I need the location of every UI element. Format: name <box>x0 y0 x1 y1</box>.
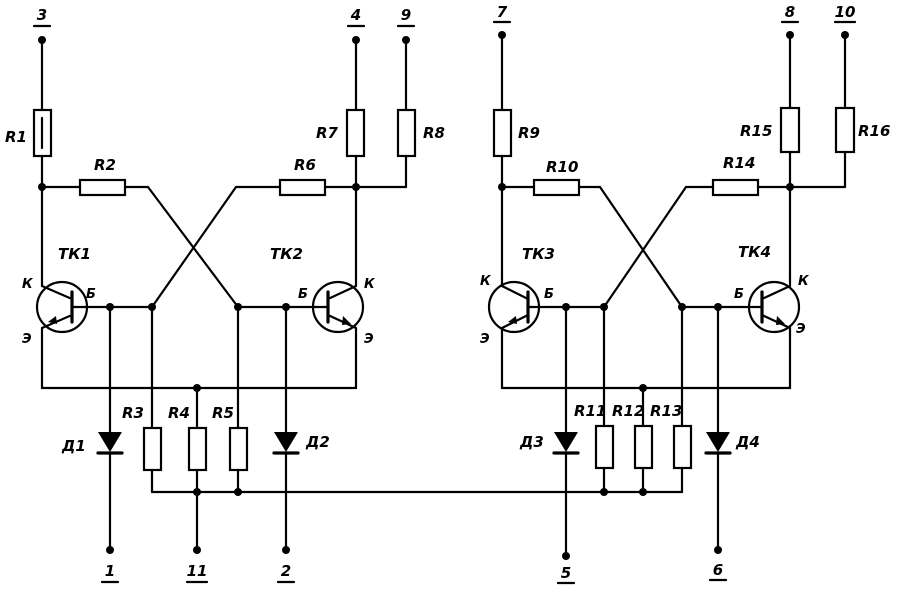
r16-label: R16 <box>858 122 890 140</box>
resistor-r9 <box>492 108 513 158</box>
tk1-base-letter: Б <box>86 287 96 302</box>
r10-label: R10 <box>546 158 578 176</box>
r2-label: R2 <box>94 156 116 174</box>
terminal-9-label: 9 <box>401 6 411 24</box>
tk4-base-letter: Б <box>734 287 744 302</box>
terminal-11-label: 11 <box>187 562 208 580</box>
r13-label: R13 <box>650 402 682 420</box>
tk1-collector-letter: К <box>22 277 34 292</box>
left-flip-flop <box>32 36 417 554</box>
resistor-r5 <box>228 426 249 472</box>
tk4-emitter-letter: Э <box>796 322 806 337</box>
r14-label: R14 <box>723 154 755 172</box>
terminal-5-label: 5 <box>561 564 571 582</box>
tk4-collector-letter: К <box>798 274 810 289</box>
tk3-base-letter: Б <box>544 287 554 302</box>
resistor-r8 <box>396 108 417 158</box>
resistor-r10 <box>532 178 581 197</box>
terminal-7-label: 7 <box>497 3 508 21</box>
diode-d1 <box>98 432 122 452</box>
r1-label: R1 <box>5 128 27 146</box>
terminal-8-label: 8 <box>785 3 795 21</box>
diode-d2 <box>274 432 298 452</box>
r15-label: R15 <box>740 122 772 140</box>
resistor-r7 <box>345 108 366 158</box>
tk2-base-letter: Б <box>298 287 308 302</box>
d4-label: Д4 <box>735 433 760 451</box>
tk1-emitter-letter: Э <box>22 332 32 347</box>
resistor-r14 <box>711 178 760 197</box>
terminal-4-label: 4 <box>350 6 361 24</box>
resistor-r15 <box>779 106 801 154</box>
d2-label: Д2 <box>305 433 330 451</box>
r6-label: R6 <box>294 156 316 174</box>
terminal-2-label: 2 <box>281 562 291 580</box>
resistor-r16 <box>834 106 856 154</box>
terminal-1-label: 1 <box>105 562 115 580</box>
r8-label: R8 <box>423 124 445 142</box>
tk4-label: ТК4 <box>738 243 771 261</box>
r12-label: R12 <box>612 402 644 420</box>
terminal-10-label: 10 <box>835 3 856 21</box>
resistor-r12 <box>633 424 654 470</box>
r7-label: R7 <box>316 124 339 142</box>
tk2-collector-letter: К <box>364 277 376 292</box>
r3-label: R3 <box>122 404 144 422</box>
resistor-r13 <box>672 424 693 470</box>
diode-d4 <box>706 432 730 452</box>
resistor-r3 <box>142 426 163 472</box>
d3-label: Д3 <box>519 433 544 451</box>
resistor-r11 <box>594 424 615 470</box>
r9-label: R9 <box>518 124 540 142</box>
d1-label: Д1 <box>61 437 86 455</box>
r5-label: R5 <box>212 404 234 422</box>
tk3-collector-letter: К <box>480 274 492 289</box>
resistor-r4 <box>187 426 208 472</box>
tk3-emitter-letter: Э <box>480 332 490 347</box>
tk3-label: ТК3 <box>522 245 555 263</box>
tk1-label: ТК1 <box>58 245 91 263</box>
diode-d3 <box>554 432 578 452</box>
tk2-label: ТК2 <box>270 245 303 263</box>
resistor-r2 <box>78 178 127 197</box>
right-flip-flop <box>487 31 856 560</box>
resistor-r6 <box>278 178 327 197</box>
terminal-6-label: 6 <box>713 561 723 579</box>
r11-label: R11 <box>574 402 606 420</box>
tk2-emitter-letter: Э <box>364 332 374 347</box>
terminal-3-label: 3 <box>37 6 47 24</box>
r4-label: R4 <box>168 404 190 422</box>
